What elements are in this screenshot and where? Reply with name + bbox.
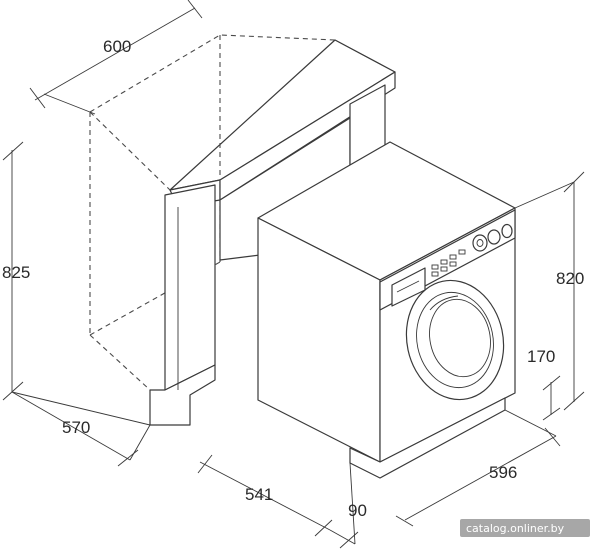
cabinet-plinth xyxy=(149,364,216,426)
washing-machine xyxy=(257,141,516,479)
panel-buttons xyxy=(431,249,466,277)
spin-knob-icon xyxy=(501,223,513,239)
cabinet-side-panel xyxy=(164,184,216,391)
dim-541-label: 541 xyxy=(245,485,273,504)
cabinet xyxy=(89,34,396,426)
program-knob-icon xyxy=(472,234,488,252)
countertop-hidden-edge xyxy=(89,34,336,113)
watermark-bg xyxy=(460,519,590,537)
dim-596-label: 596 xyxy=(489,463,517,482)
temperature-knob-icon xyxy=(487,229,501,245)
hidden-edge-bottom xyxy=(89,261,221,336)
dim-90-label: 90 xyxy=(348,501,367,520)
dim-600-label: 600 xyxy=(103,37,131,56)
hidden-edge-bottom-2 xyxy=(89,334,151,391)
dimension-lines xyxy=(2,0,585,549)
dim-825-label: 825 xyxy=(2,263,30,282)
dim-170-label: 170 xyxy=(527,347,555,366)
countertop-hidden-edge-2 xyxy=(89,111,171,191)
dim-820-label: 820 xyxy=(556,269,584,288)
door-icon xyxy=(405,279,505,401)
dim-570-label: 570 xyxy=(62,418,90,437)
watermark-text: catalog.onliner.by xyxy=(466,522,565,535)
